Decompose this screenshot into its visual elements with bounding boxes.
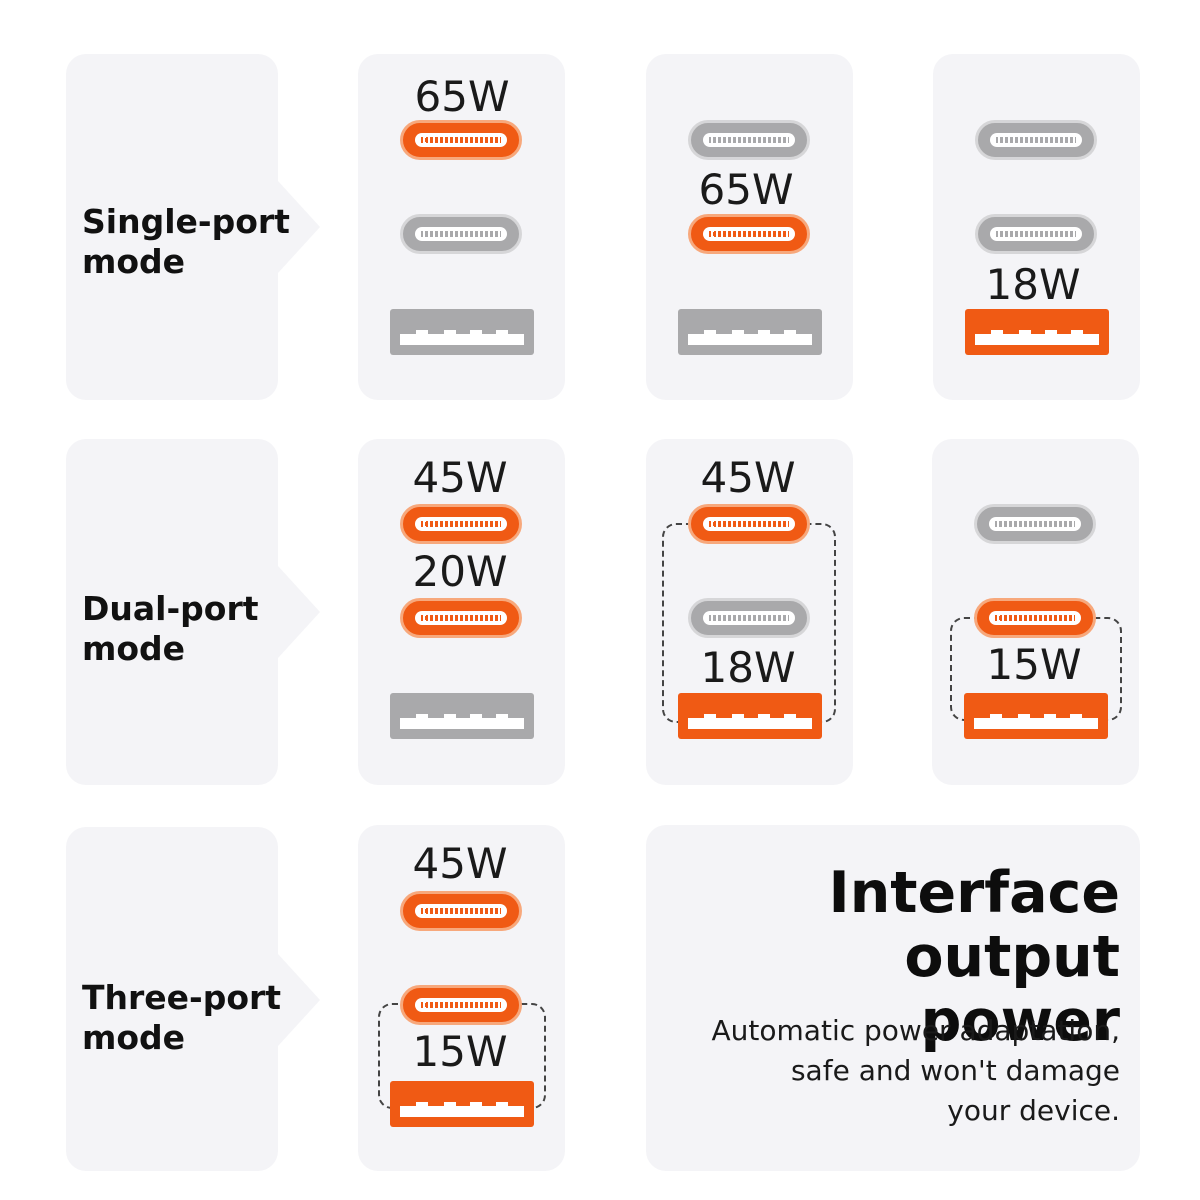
usb-c-port-icon xyxy=(974,504,1096,544)
three-port-mode-label: Three-port mode xyxy=(82,978,292,1058)
usb-a-port-icon xyxy=(678,693,822,739)
dual-port-c1-a-panel: 45W 18W xyxy=(646,439,853,785)
watt-label: 65W xyxy=(414,72,510,121)
watt-label: 65W xyxy=(698,165,794,214)
info-title: Interface output power xyxy=(650,861,1120,1053)
usb-a-port-icon xyxy=(964,693,1108,739)
mode-label-line2: mode xyxy=(82,242,186,281)
dual-port-c1-c2-panel: 45W 20W xyxy=(358,439,565,785)
info-desc-line2: safe and won't damage xyxy=(790,1054,1120,1087)
usb-c-port-icon xyxy=(400,891,522,931)
watt-label: 45W xyxy=(700,453,796,502)
arrow-pointer xyxy=(278,954,320,1046)
info-desc-line3: your device. xyxy=(947,1094,1120,1127)
watt-label: 45W xyxy=(412,839,508,888)
usb-c-port-icon xyxy=(688,504,810,544)
dual-port-label-panel: Dual-port mode xyxy=(66,439,320,785)
single-port-a-panel: 18W xyxy=(933,54,1140,400)
usb-c-port-icon xyxy=(400,985,522,1025)
usb-a-port-icon xyxy=(390,309,534,355)
watt-label: 20W xyxy=(412,547,508,596)
usb-c-port-icon xyxy=(975,214,1097,254)
usb-c-port-icon xyxy=(975,120,1097,160)
watt-label: 15W xyxy=(412,1027,508,1076)
info-title-line2: power xyxy=(920,988,1120,1054)
watt-label: 18W xyxy=(985,260,1081,309)
watt-label: 45W xyxy=(412,453,508,502)
info-description: Automatic power adaptation, safe and won… xyxy=(650,1011,1120,1131)
single-port-c1-panel: 65W xyxy=(358,54,565,400)
info-panel: Interface output power Automatic power a… xyxy=(646,825,1140,1171)
three-port-label-panel: Three-port mode xyxy=(66,827,320,1171)
watt-label: 18W xyxy=(700,643,796,692)
usb-c-port-icon xyxy=(688,214,810,254)
usb-c-port-icon xyxy=(400,504,522,544)
single-port-label-panel: Single-port mode xyxy=(66,54,320,400)
usb-c-port-icon xyxy=(974,598,1096,638)
mode-label-line1: Dual-port xyxy=(82,589,259,628)
usb-c-port-icon xyxy=(400,214,522,254)
info-title-line1: Interface output xyxy=(828,860,1120,990)
usb-a-port-icon xyxy=(390,693,534,739)
mode-label-line2: mode xyxy=(82,629,186,668)
single-port-c2-panel: 65W xyxy=(646,54,853,400)
mode-label-line2: mode xyxy=(82,1018,186,1057)
usb-c-port-icon xyxy=(400,598,522,638)
info-desc-line1: Automatic power adaptation, xyxy=(711,1014,1120,1047)
arrow-pointer xyxy=(278,566,320,658)
usb-c-port-icon xyxy=(400,120,522,160)
mode-label-line1: Single-port xyxy=(82,202,290,241)
three-port-panel: 45W 15W xyxy=(358,825,565,1171)
dual-port-mode-label: Dual-port mode xyxy=(82,589,292,669)
dual-port-c2-a-panel: 15W xyxy=(932,439,1139,785)
usb-c-port-icon xyxy=(688,598,810,638)
usb-a-port-icon xyxy=(965,309,1109,355)
usb-c-port-icon xyxy=(688,120,810,160)
watt-label: 15W xyxy=(986,640,1082,689)
usb-a-port-icon xyxy=(390,1081,534,1127)
single-port-mode-label: Single-port mode xyxy=(82,202,292,282)
arrow-pointer xyxy=(278,181,320,273)
mode-label-line1: Three-port xyxy=(82,978,282,1017)
usb-a-port-icon xyxy=(678,309,822,355)
